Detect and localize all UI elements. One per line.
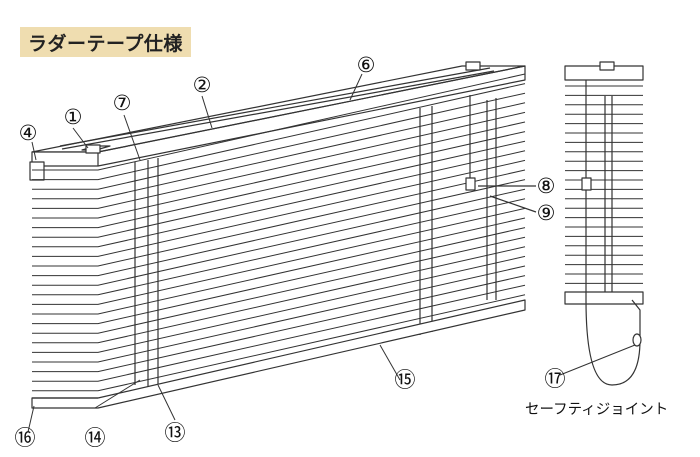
slat [32, 111, 526, 209]
callout-2: ② [193, 73, 212, 97]
slat [32, 169, 526, 267]
callout-8: ⑧ [537, 174, 556, 198]
slat [32, 217, 526, 315]
slat [32, 179, 526, 277]
callout-17: ⑰ [545, 367, 566, 391]
bottom-rail-right [564, 291, 644, 305]
leader-lines [27, 73, 636, 433]
slat [32, 83, 526, 181]
head-rail-front-edge [97, 65, 526, 167]
callout-1: ① [64, 105, 83, 129]
slat [32, 140, 526, 238]
callout-15: ⑮ [395, 368, 416, 392]
slat [32, 198, 526, 296]
blind-illustration [29, 61, 644, 409]
slat [32, 131, 526, 229]
diagram-title-box: ラダーテープ仕様 [20, 27, 191, 57]
callout-16: ⑯ [15, 426, 36, 450]
slat [32, 73, 526, 171]
callout-4: ④ [19, 121, 38, 145]
slats-main [32, 73, 526, 392]
slat [32, 150, 526, 248]
slat [32, 275, 526, 373]
bottom-rail [31, 299, 526, 409]
cord-stop [465, 177, 476, 191]
slat [32, 255, 526, 353]
callout-9: ⑨ [537, 201, 556, 225]
callout-7: ⑦ [113, 91, 132, 115]
diagram-title: ラダーテープ仕様 [28, 32, 183, 55]
slats-right [565, 85, 643, 284]
slat [32, 294, 526, 392]
slat [32, 102, 526, 200]
callouts: ① ② ④ ⑥ ⑦ ⑧ ⑨ ⑬ ⑭ ⑮ ⑯ ⑰ [15, 53, 566, 450]
callout-13: ⑬ [165, 421, 186, 445]
callout-6: ⑥ [357, 53, 376, 77]
safety-joint-caption: セーフティジョイント [525, 402, 669, 418]
slat [32, 284, 526, 382]
slat [32, 121, 526, 219]
callout-14: ⑭ [85, 426, 106, 450]
slat [32, 227, 526, 325]
safety-cord [585, 190, 641, 386]
slat [32, 159, 526, 257]
slat [32, 236, 526, 334]
safety-joint [632, 333, 642, 347]
slat [32, 92, 526, 190]
slat [32, 246, 526, 344]
slat [32, 188, 526, 286]
slat [32, 265, 526, 363]
end-cap [29, 161, 45, 181]
slat [32, 207, 526, 305]
